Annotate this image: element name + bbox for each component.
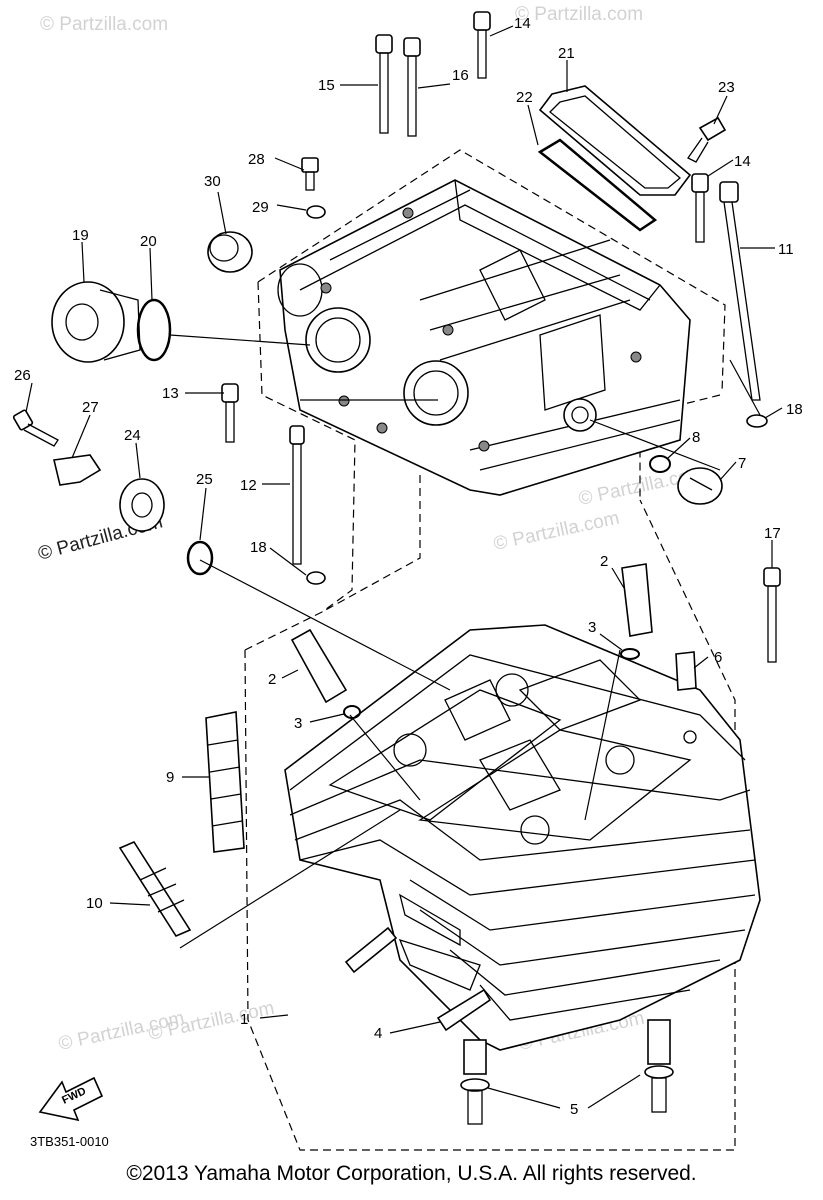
callout-17: 17: [764, 525, 781, 542]
stud-5-left: [460, 1039, 490, 1125]
callout-14: 14: [734, 153, 751, 170]
callout-15: 15: [318, 77, 335, 94]
upper-assembly-outline: [257, 149, 726, 613]
callout-8: 8: [692, 429, 700, 446]
callout-19: 19: [72, 227, 89, 244]
callout-30: 30: [204, 173, 221, 190]
bolt-12: [289, 425, 305, 565]
valve-guide-2-left: [290, 628, 348, 704]
callout-28: 28: [248, 151, 265, 168]
callout-25: 25: [196, 471, 213, 488]
cylinder-head: [284, 624, 761, 1051]
washer-18-left: [306, 571, 326, 585]
cap-30: [207, 231, 253, 273]
callout-labels: 1 2 2 3 3 4 5 6 7 8 9 10 11 12 13 14 14 …: [14, 15, 803, 1118]
cap-19: [51, 281, 141, 363]
callout-16: 16: [452, 67, 469, 84]
bolt-14-top: [473, 11, 491, 79]
stud-4-lower: [436, 988, 492, 1032]
callout-1: 1: [240, 1011, 248, 1028]
callout-7: 7: [738, 455, 746, 472]
guide-9: [205, 711, 245, 853]
bolt-17: [763, 567, 781, 663]
callout-11: 11: [778, 241, 794, 258]
o-ring-8: [649, 455, 671, 473]
bolt-26: [12, 409, 59, 447]
callout-23: 23: [718, 79, 735, 96]
diagram-code: 3TB351-0010: [30, 1134, 109, 1149]
bolt-23: [687, 116, 727, 163]
dowel-6: [675, 651, 697, 691]
spark-plug-10: [118, 840, 192, 938]
lower-assembly-outline: [244, 499, 736, 1151]
callout-10: 10: [86, 895, 103, 912]
copyright-notice: ©2013 Yamaha Motor Corporation, U.S.A. A…: [126, 1162, 697, 1185]
washer-29: [306, 205, 326, 219]
bolt-13: [221, 383, 239, 443]
callout-3: 3: [294, 715, 302, 732]
callout-29: 29: [252, 199, 269, 216]
leader-lines: [25, 25, 783, 1109]
callout-22: 22: [516, 89, 533, 106]
callout-2: 2: [600, 553, 608, 570]
callout-14: 14: [514, 15, 531, 32]
callout-18: 18: [786, 401, 803, 418]
forward-arrow-icon: FWD: [38, 1076, 104, 1122]
bolt-14-right: [691, 173, 709, 243]
clip-3-right: [620, 648, 640, 660]
watermark: © Partzilla.com: [40, 14, 168, 35]
clip-3-left: [343, 705, 361, 719]
gasket-21: [538, 85, 692, 196]
callout-6: 6: [714, 649, 722, 666]
clamp-27: [53, 454, 102, 486]
valve-guide-2-right: [621, 563, 653, 637]
stud-5-right: [644, 1019, 674, 1113]
bolt-15: [375, 34, 393, 134]
callout-2: 2: [268, 671, 276, 688]
callout-4: 4: [374, 1025, 382, 1042]
callout-20: 20: [140, 233, 157, 250]
callout-12: 12: [240, 477, 257, 494]
callout-9: 9: [166, 769, 174, 786]
bolt-16: [403, 37, 421, 137]
callout-5: 5: [570, 1101, 578, 1118]
plug-7: [677, 467, 723, 505]
callout-21: 21: [558, 45, 575, 62]
callout-27: 27: [82, 399, 99, 416]
stud-4-upper: [344, 926, 398, 974]
watermark: © Partzilla.com: [515, 4, 643, 25]
callout-3: 3: [588, 619, 596, 636]
cylinder-head-cover: [277, 179, 691, 496]
cap-24: [119, 478, 165, 532]
o-ring-20: [136, 298, 172, 362]
callout-26: 26: [14, 367, 31, 384]
bolt-28: [301, 157, 319, 191]
o-ring-22: [537, 138, 658, 232]
watermark: © Partzilla.com: [147, 998, 277, 1045]
o-ring-25: [186, 540, 214, 576]
callout-13: 13: [162, 385, 179, 402]
washer-18-right: [746, 414, 768, 428]
callout-18: 18: [250, 539, 267, 556]
watermark: © Partzilla.com: [492, 508, 622, 555]
bolt-11-long: [719, 181, 761, 401]
callout-24: 24: [124, 427, 141, 444]
